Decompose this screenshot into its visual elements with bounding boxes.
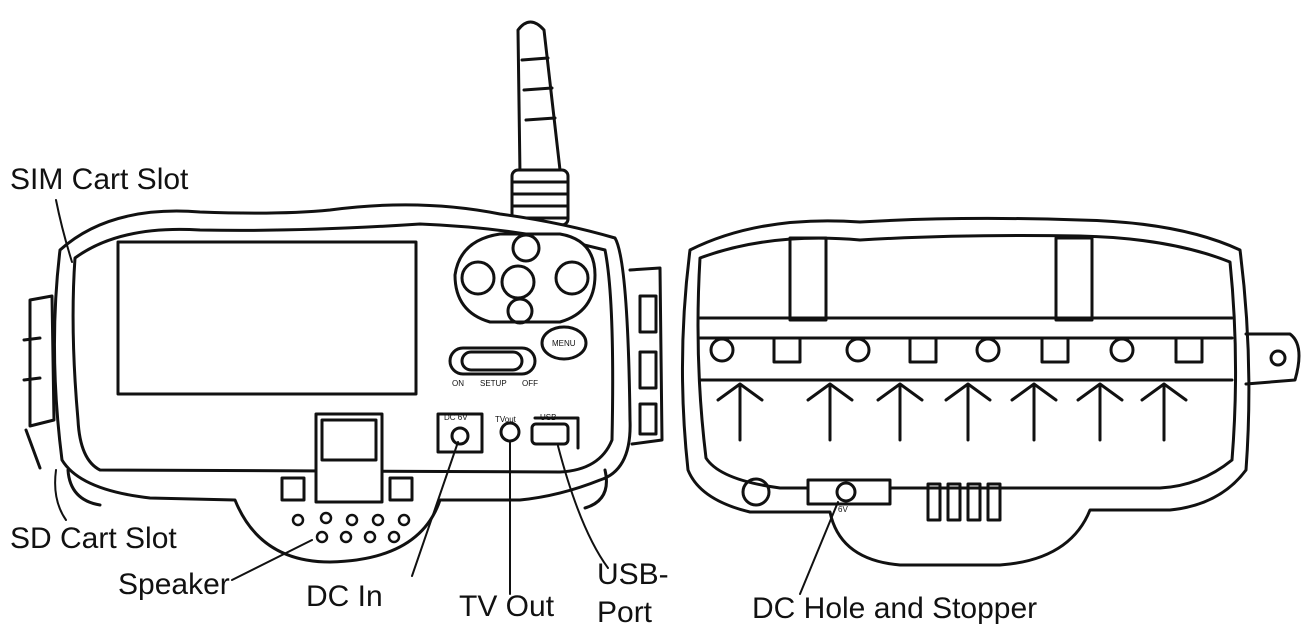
tvout-marking: TVout <box>495 415 517 424</box>
sim-slot-label: SIM Cart Slot <box>10 163 189 196</box>
dc-hole-label: DC Hole and Stopper <box>752 592 1038 625</box>
antenna <box>510 20 570 227</box>
dc-marking: DC 6V <box>444 413 468 422</box>
usb-port-label-line1: USB- <box>597 558 669 591</box>
leader-lines <box>54 199 839 595</box>
right-housing <box>680 216 1301 567</box>
sd-card-door <box>280 412 414 504</box>
usb-port-label-line2: Port <box>597 596 653 629</box>
off-marking: OFF <box>522 379 538 388</box>
control-pad <box>453 232 597 361</box>
dc-hole-marking: 6V <box>838 505 848 514</box>
mode-switch <box>448 346 537 376</box>
menu-marking: MENU <box>552 339 576 348</box>
tv-out-label: TV Out <box>459 590 555 623</box>
hinges <box>628 266 664 446</box>
usb-marking: USB <box>540 413 556 422</box>
usb-port-label: USB- Port <box>597 556 669 632</box>
sd-slot-label: SD Cart Slot <box>10 522 177 555</box>
speaker-grille <box>291 511 411 544</box>
lcd-screen <box>116 240 418 396</box>
setup-marking: SETUP <box>480 379 507 388</box>
dc-in-label: DC In <box>306 580 383 613</box>
speaker-label: Speaker <box>118 568 230 601</box>
port-panel <box>436 412 580 454</box>
on-marking: ON <box>452 379 464 388</box>
